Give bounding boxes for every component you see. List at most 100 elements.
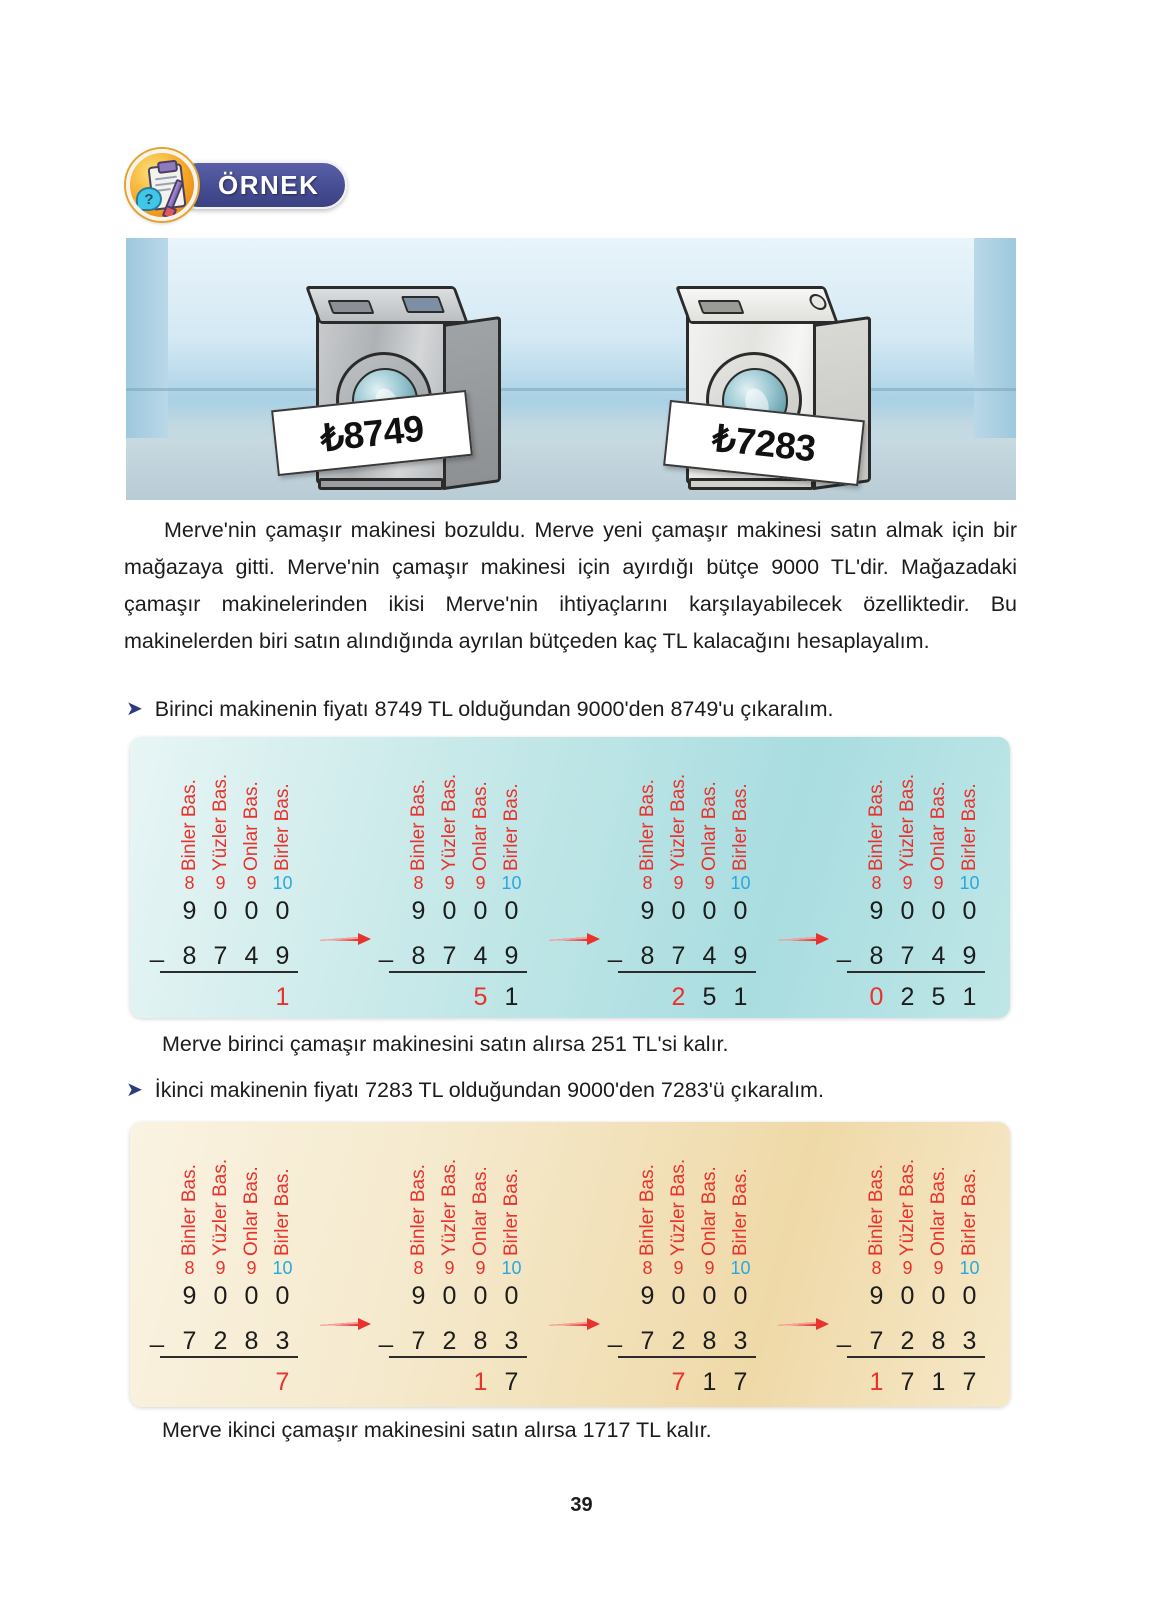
subtrahend-digit: 7 (900, 942, 915, 970)
minuend-row: 9 0 0 0 (861, 1280, 1013, 1312)
right-arrow-icon (778, 933, 829, 945)
step-separator (549, 737, 600, 1018)
result-digit: 1 (504, 983, 519, 1011)
column-header: Onlar Bas. (698, 781, 720, 871)
subtrahend-row: 7 2 8 3 (174, 1312, 326, 1355)
borrow-digit: 9 (902, 873, 913, 893)
price-tag-label: ₺7283 (710, 417, 818, 469)
borrow-row: 8 9 9 10 (632, 1256, 784, 1280)
result-digit: 2 (671, 983, 686, 1011)
result-digit (434, 979, 465, 1015)
minuend-row: 9 0 0 0 (632, 895, 784, 927)
subtrahend-digit: 8 (411, 942, 426, 970)
result-digit: 7 (671, 1368, 686, 1396)
minuend-digit: 9 (869, 1282, 884, 1310)
result-digit (205, 979, 236, 1015)
borrow-digit: 9 (673, 1258, 684, 1278)
column-header: Birler Bas. (958, 783, 980, 871)
minuend-digit: 0 (733, 1282, 748, 1310)
result-digit (174, 1364, 205, 1400)
result-row: 0 2 5 1 (861, 979, 1013, 1015)
borrow-digit: 10 (959, 1258, 980, 1278)
right-arrow-icon (549, 933, 600, 945)
ornek-pill: ÖRNEK (174, 161, 348, 209)
minus-sign: _ (379, 1320, 393, 1348)
subtrahend-digit: 7 (442, 942, 457, 970)
column-header: Onlar Bas. (927, 1166, 949, 1256)
result-digit (632, 1364, 663, 1400)
subtrahend-digit: 4 (702, 942, 717, 970)
right-arrow-icon (778, 1318, 829, 1330)
subtrahend-digit: 3 (504, 1327, 519, 1355)
subtrahend-row: 8 7 4 9 (174, 927, 326, 970)
result-digit (174, 979, 205, 1015)
bullet-arrow-icon: ➤ (126, 698, 143, 720)
result-digit: 7 (962, 1368, 977, 1396)
minuend-digit: 0 (275, 897, 290, 925)
column-header: Onlar Bas. (240, 781, 262, 871)
result-digit (632, 979, 663, 1015)
ornek-badge: ? ÖRNEK (126, 148, 348, 222)
calc-step: Binler Bas. Yüzler Bas. Onlar Bas. Birle… (359, 737, 555, 1018)
result-digit: 7 (900, 1368, 915, 1396)
minuend-digit: 0 (473, 897, 488, 925)
column-header: Onlar Bas. (698, 1166, 720, 1256)
subtrahend-row: 8 7 4 9 (403, 927, 555, 970)
borrow-row: 8 9 9 10 (174, 871, 326, 895)
borrow-digit: 9 (215, 1258, 226, 1278)
minuend-digit: 0 (931, 1282, 946, 1310)
detergent-drawer-icon (697, 300, 745, 314)
subtrahend-digit: 9 (504, 942, 519, 970)
step-separator (778, 737, 829, 1018)
calc-rule (847, 971, 985, 973)
calc-rule (160, 971, 298, 973)
borrow-digit: 9 (902, 1258, 913, 1278)
minuend-digit: 0 (702, 897, 717, 925)
calc-rule (847, 1356, 985, 1358)
borrow-digit: 8 (184, 873, 195, 893)
borrow-row: 8 9 9 10 (861, 1256, 1013, 1280)
result-digit: 7 (504, 1368, 519, 1396)
result-digit: 1 (275, 983, 290, 1011)
display-panel-icon (400, 296, 446, 313)
bullet-arrow-icon: ➤ (126, 1079, 143, 1101)
column-header: Binler Bas. (178, 779, 200, 871)
result-digit: 5 (473, 983, 488, 1011)
minuend-digit: 9 (411, 897, 426, 925)
minuend-row: 9 0 0 0 (174, 1280, 326, 1312)
borrow-digit: 8 (642, 1258, 653, 1278)
calc-step: Binler Bas. Yüzler Bas. Onlar Bas. Birle… (588, 737, 784, 1018)
subtrahend-digit: 8 (869, 942, 884, 970)
column-header: Birler Bas. (500, 1168, 522, 1256)
borrow-row: 8 9 9 10 (174, 1256, 326, 1280)
subtrahend-row: 8 7 4 9 (861, 927, 1013, 970)
result-row: 7 1 7 (632, 1364, 784, 1400)
column-header: Binler Bas. (407, 1164, 429, 1256)
minuend-digit: 0 (442, 1282, 457, 1310)
right-arrow-icon (320, 1318, 371, 1330)
subtrahend-digit: 3 (733, 1327, 748, 1355)
calc-step: Binler Bas. Yüzler Bas. Onlar Bas. Birle… (359, 1122, 555, 1407)
subtrahend-digit: 2 (671, 1327, 686, 1355)
borrow-row: 8 9 9 10 (403, 1256, 555, 1280)
borrow-digit: 8 (413, 1258, 424, 1278)
column-header: Yüzler Bas. (667, 773, 689, 871)
minuend-digit: 9 (182, 1282, 197, 1310)
result-digit: 7 (733, 1368, 748, 1396)
borrow-row: 8 9 9 10 (403, 871, 555, 895)
result-digit: 5 (702, 983, 717, 1011)
subtrahend-digit: 4 (931, 942, 946, 970)
borrow-row: 8 9 9 10 (861, 871, 1013, 895)
column-header: Binler Bas. (865, 779, 887, 871)
borrow-digit: 10 (501, 1258, 522, 1278)
calc-step: Binler Bas. Yüzler Bas. Onlar Bas. Birle… (130, 737, 326, 1018)
subtrahend-row: 7 2 8 3 (861, 1312, 1013, 1355)
calc-rule (160, 1356, 298, 1358)
result-digit (434, 1364, 465, 1400)
bullet-first-machine-text: Birinci makinenin fiyatı 8749 TL olduğun… (154, 697, 834, 721)
minuend-digit: 9 (182, 897, 197, 925)
bullet-first-machine: ➤ Birinci makinenin fiyatı 8749 TL olduğ… (126, 697, 834, 722)
minuend-digit: 0 (244, 1282, 259, 1310)
subtrahend-digit: 7 (640, 1327, 655, 1355)
